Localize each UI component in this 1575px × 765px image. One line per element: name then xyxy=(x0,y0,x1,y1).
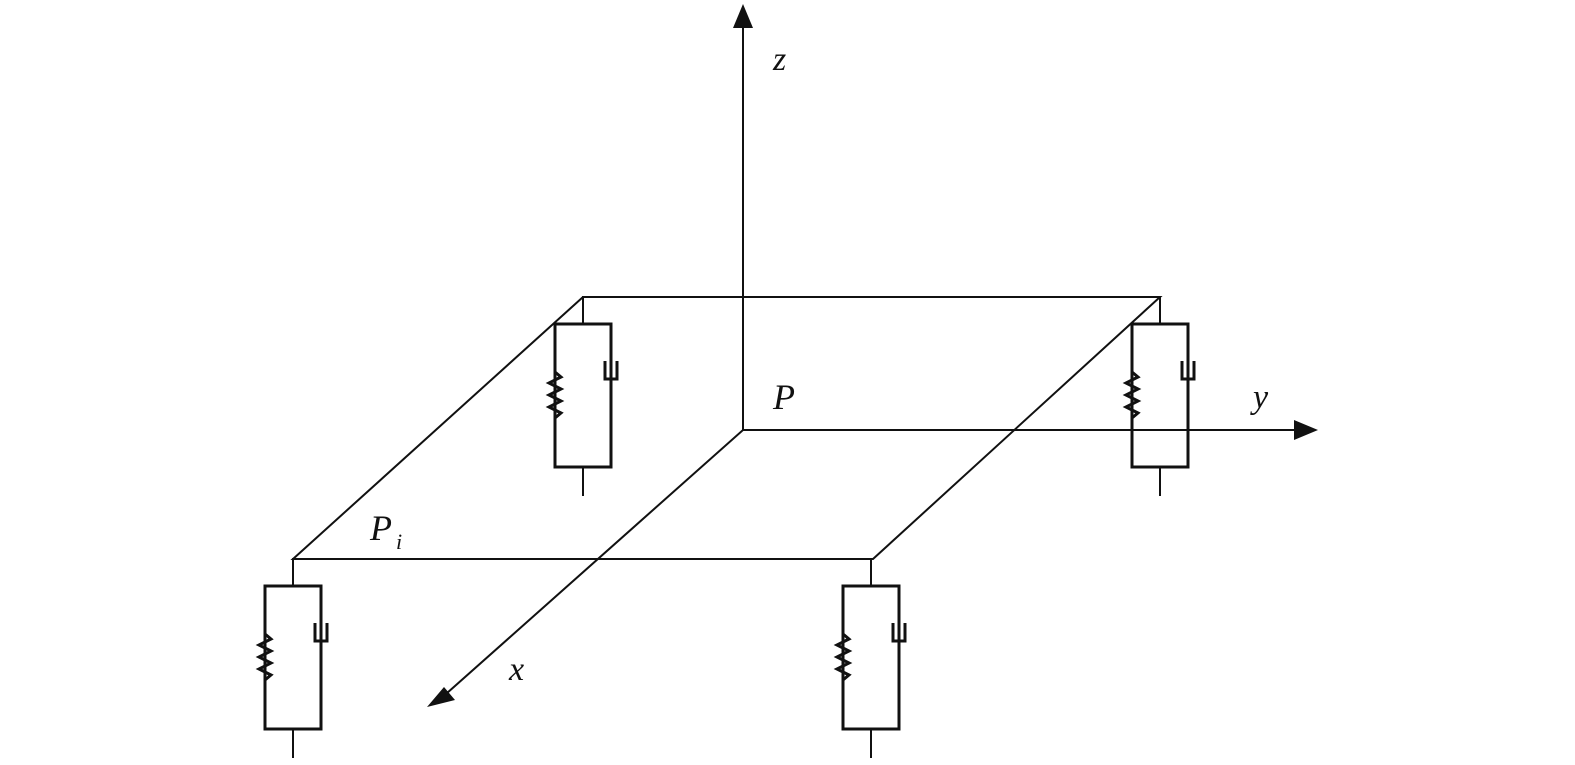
z-axis-label: z xyxy=(772,41,786,78)
corner-point-subscript: i xyxy=(396,529,402,554)
center-point-label: P xyxy=(772,377,795,417)
y-axis-label: y xyxy=(1250,379,1269,416)
corner-point-main: P xyxy=(369,508,392,548)
z-arrowhead-icon xyxy=(733,4,753,28)
x-axis-label: x xyxy=(508,651,524,688)
x-arrowhead-icon xyxy=(427,687,455,707)
platform-plate xyxy=(290,296,1163,560)
spring-damper-front-right xyxy=(835,557,907,759)
x-axis-line xyxy=(444,428,745,696)
spring-damper-back-right xyxy=(1124,295,1196,497)
y-arrowhead-icon xyxy=(1294,420,1318,440)
spring-damper-front-left xyxy=(257,557,329,759)
spring-damper-back-left xyxy=(547,295,619,497)
